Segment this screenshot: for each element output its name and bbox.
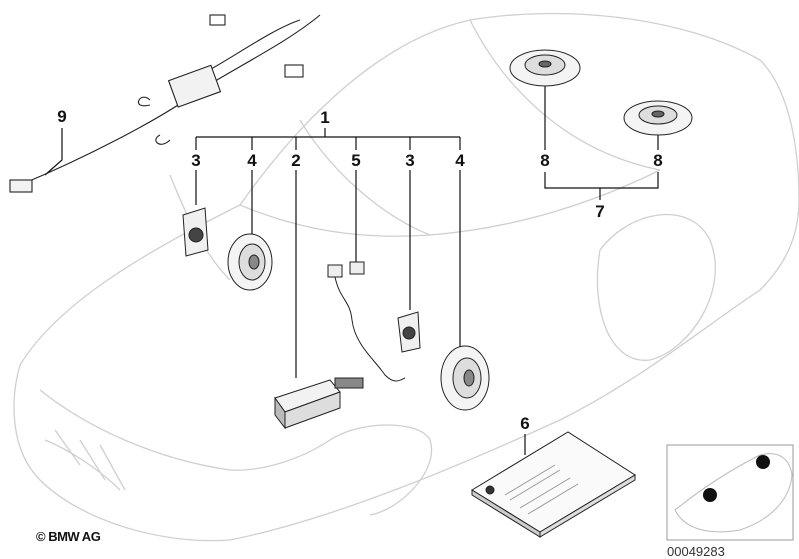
- locator-dot-rear: [756, 455, 770, 469]
- callout-1: 1: [320, 108, 330, 127]
- tweeter-right: [397, 311, 421, 353]
- copyright: © BMW AG: [36, 529, 101, 544]
- callout-8-left: 8: [540, 151, 550, 170]
- callout-6: 6: [520, 414, 530, 433]
- callout-3-left: 3: [191, 151, 201, 170]
- callout-3-right: 3: [405, 151, 415, 170]
- callout-4-left: 4: [247, 151, 257, 170]
- speaker-right: [440, 345, 490, 411]
- callout-8-right: 8: [653, 151, 663, 170]
- callout-9: 9: [57, 107, 67, 126]
- owners-manual: [471, 431, 636, 538]
- locator-inset: [666, 444, 794, 541]
- locator-dot-front: [703, 488, 717, 502]
- image-code: 00049283: [667, 544, 725, 559]
- wiring-harness: [9, 14, 321, 193]
- callout-5: 5: [351, 151, 361, 170]
- callout-2: 2: [291, 151, 301, 170]
- callout-4-right: 4: [455, 151, 465, 170]
- callout-7: 7: [595, 202, 605, 221]
- rear-speaker-1: [509, 49, 581, 87]
- tweeter-left: [182, 207, 209, 257]
- cable-with-plugs: [327, 261, 406, 382]
- speaker-left: [227, 233, 273, 291]
- rear-speaker-2: [623, 100, 693, 136]
- amplifier-module: [274, 377, 364, 430]
